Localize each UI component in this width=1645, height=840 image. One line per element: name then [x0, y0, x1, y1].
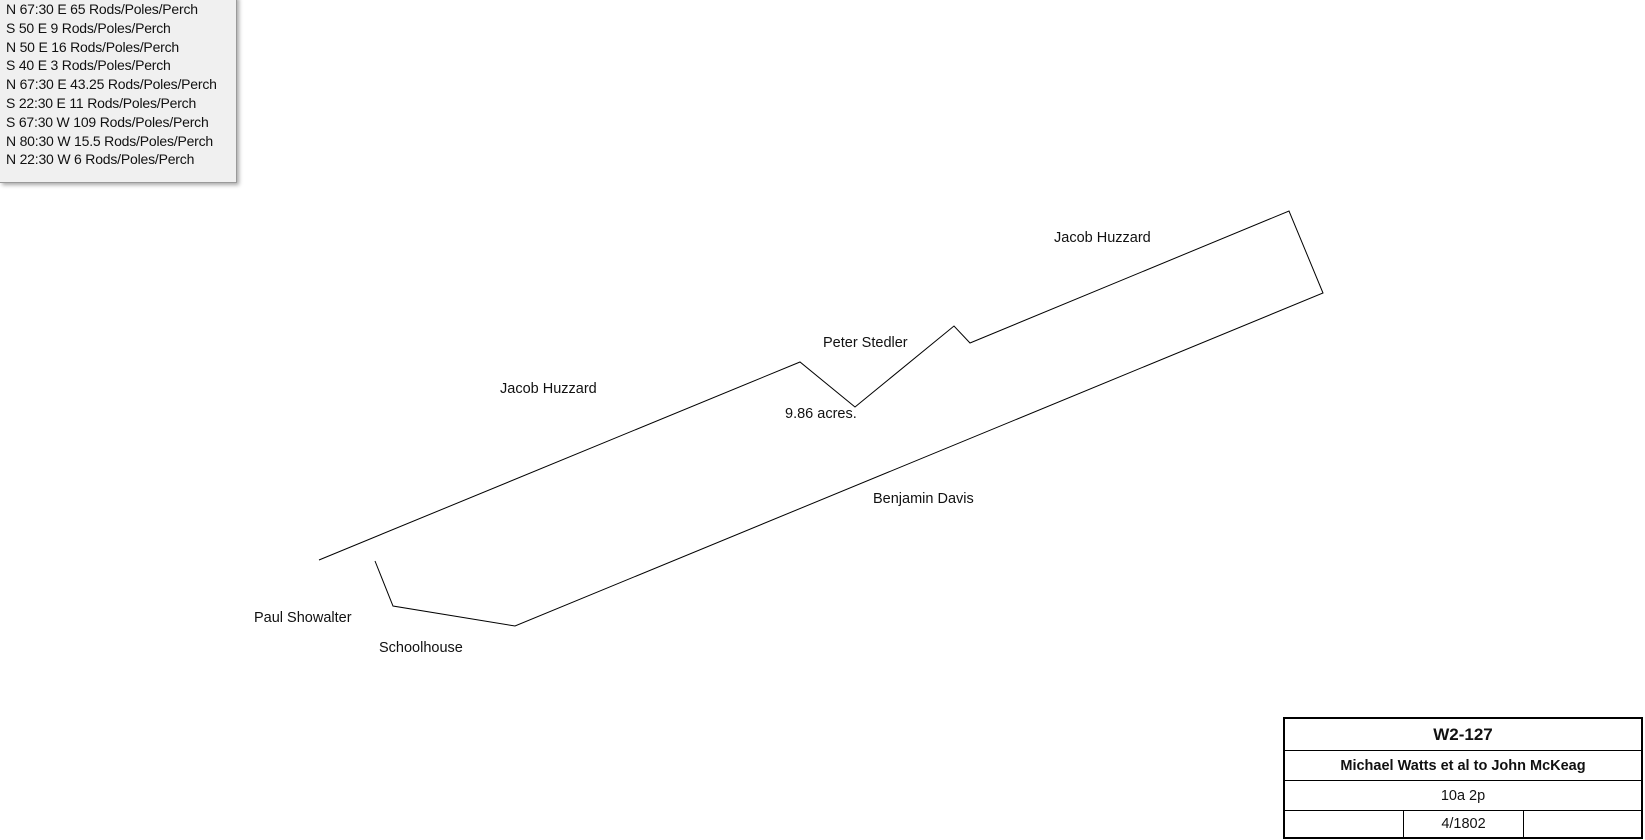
title-block-cell-left: [1285, 811, 1404, 837]
adjoiner-label-paul-showalter: Paul Showalter: [254, 610, 352, 626]
calls-panel: N 67:30 E 65 Rods/Poles/Perch S 50 E 9 R…: [0, 0, 237, 183]
call-item: N 50 E 16 Rods/Poles/Perch: [6, 38, 180, 55]
adjoiner-label-jacob-huzzard-east: Jacob Huzzard: [1054, 230, 1151, 246]
call-item: N 80:30 W 15.5 Rods/Poles/Perch: [6, 132, 214, 149]
call-item: S 50 E 9 Rods/Poles/Perch: [6, 19, 171, 36]
area-label: 9.86 acres.: [785, 406, 857, 422]
call-item: N 67:30 E 43.25 Rods/Poles/Perch: [6, 76, 217, 93]
deed-date: 4/1802: [1404, 811, 1524, 837]
adjoiner-label-benjamin-davis: Benjamin Davis: [873, 491, 974, 507]
calls-list: N 67:30 E 65 Rods/Poles/Perch S 50 E 9 R…: [0, 0, 236, 169]
call-item: N 67:30 E 65 Rods/Poles/Perch: [6, 1, 198, 17]
deed-date-row: 4/1802: [1285, 811, 1641, 837]
call-item: S 67:30 W 109 Rods/Poles/Perch: [6, 113, 209, 130]
adjoiner-label-schoolhouse: Schoolhouse: [379, 640, 463, 656]
deed-id: W2-127: [1285, 719, 1641, 751]
call-item: N 22:30 W 6 Rods/Poles/Perch: [6, 151, 195, 168]
title-block-cell-right: [1524, 811, 1641, 837]
call-item: S 22:30 E 11 Rods/Poles/Perch: [6, 94, 197, 111]
title-block: W2-127 Michael Watts et al to John McKea…: [1283, 717, 1643, 839]
deed-parties: Michael Watts et al to John McKeag: [1285, 751, 1641, 781]
adjoiner-label-peter-stedler: Peter Stedler: [823, 335, 908, 351]
adjoiner-label-jacob-huzzard-west: Jacob Huzzard: [500, 381, 597, 397]
tract-boundary: [318, 210, 1324, 627]
deed-area: 10a 2p: [1285, 781, 1641, 811]
call-item: S 40 E 3 Rods/Poles/Perch: [6, 57, 171, 74]
